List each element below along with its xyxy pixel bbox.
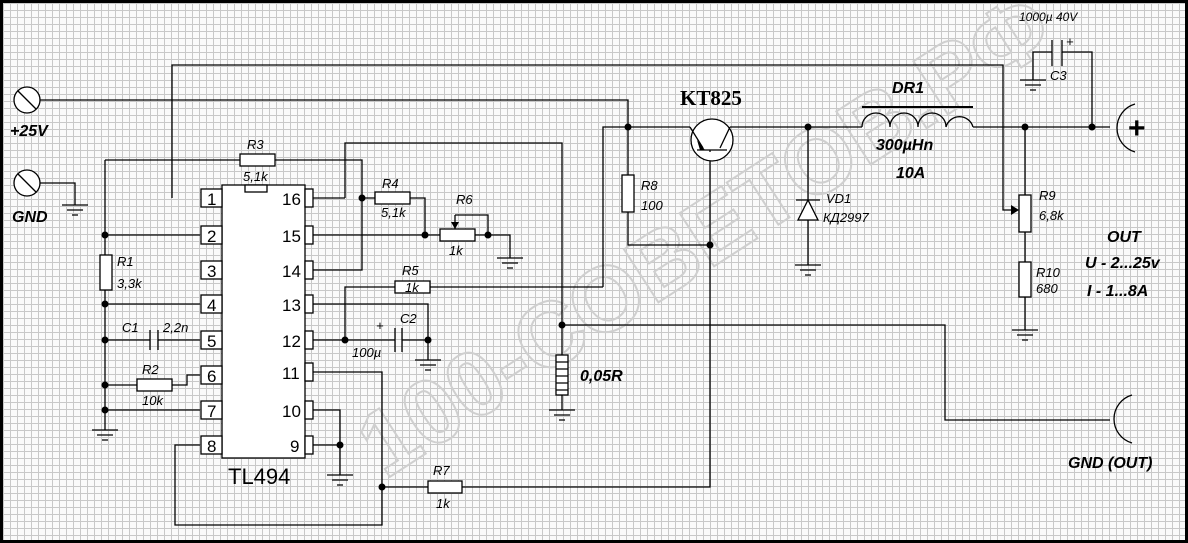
svg-text:C3: C3 <box>1050 68 1067 83</box>
svg-text:R6: R6 <box>456 192 473 207</box>
svg-text:+: + <box>376 318 384 333</box>
svg-text:R8: R8 <box>641 178 658 193</box>
potentiometer-r6: R6 1k <box>439 192 476 258</box>
svg-text:6: 6 <box>207 367 216 386</box>
ground-symbols <box>62 79 1046 486</box>
inductor-dr1: DR1 300µHn 10A <box>861 80 974 182</box>
svg-text:11: 11 <box>282 364 300 383</box>
svg-text:VD1: VD1 <box>826 191 851 206</box>
potentiometer-r9: R9 6,8k <box>1011 188 1065 233</box>
svg-text:12: 12 <box>282 332 301 351</box>
shunt-resistor: 0,05R <box>555 354 623 396</box>
output-terminal-plus: + <box>1116 103 1146 153</box>
svg-text:R4: R4 <box>382 176 399 191</box>
svg-text:R7: R7 <box>433 463 450 478</box>
svg-text:14: 14 <box>282 262 301 281</box>
svg-text:5,1k: 5,1k <box>243 169 269 184</box>
svg-text:R9: R9 <box>1039 188 1056 203</box>
svg-text:C1: C1 <box>122 320 139 335</box>
output-spec: OUT U - 2...25v I - 1...8A <box>1085 229 1161 300</box>
capacitor-c1: C1 2,2n <box>122 320 188 350</box>
svg-text:GND: GND <box>12 209 48 226</box>
ic-left-pins: 1 2 3 4 5 6 7 8 <box>200 188 223 456</box>
svg-text:2,2n: 2,2n <box>162 320 188 335</box>
svg-text:GND (OUT): GND (OUT) <box>1068 455 1152 472</box>
svg-text:1k: 1k <box>449 243 464 258</box>
svg-text:5: 5 <box>207 332 216 351</box>
svg-text:I - 1...8A: I - 1...8A <box>1087 283 1148 300</box>
svg-text:16: 16 <box>282 190 301 209</box>
svg-text:100µ: 100µ <box>352 345 381 360</box>
svg-text:680: 680 <box>1036 281 1058 296</box>
svg-text:15: 15 <box>282 227 301 246</box>
capacitor-c3: + C3 1000µ 40V <box>1019 10 1078 83</box>
svg-text:8: 8 <box>207 437 216 456</box>
svg-text:R2: R2 <box>142 362 159 377</box>
svg-text:2: 2 <box>207 227 216 246</box>
svg-text:DR1: DR1 <box>892 80 924 97</box>
svg-text:+: + <box>1128 112 1146 145</box>
resistor-r4: R4 5,1k <box>374 176 411 220</box>
svg-text:5,1k: 5,1k <box>381 205 407 220</box>
svg-text:1k: 1k <box>436 496 451 511</box>
svg-text:1k: 1k <box>405 280 420 295</box>
ic-right-pins: 16 15 14 13 12 11 10 9 <box>282 188 314 456</box>
svg-text:TL494: TL494 <box>228 464 290 489</box>
input-terminal-gnd: GND <box>12 169 48 226</box>
svg-text:0,05R: 0,05R <box>580 368 623 385</box>
transistor-kt825: KT825 <box>680 86 742 162</box>
svg-text:300µHn: 300µHn <box>876 137 933 154</box>
resistor-r3: R3 5,1k <box>239 137 276 184</box>
svg-text:KT825: KT825 <box>680 86 742 110</box>
svg-text:OUT: OUT <box>1107 229 1142 246</box>
svg-text:3,3k: 3,3k <box>117 276 143 291</box>
svg-text:C2: C2 <box>400 311 417 326</box>
svg-text:1: 1 <box>207 190 216 209</box>
svg-text:R5: R5 <box>402 263 419 278</box>
svg-text:13: 13 <box>282 296 301 315</box>
resistor-r7: R7 1k <box>427 463 463 511</box>
svg-text:100: 100 <box>641 198 663 213</box>
output-terminal-gnd: GND (OUT) <box>1068 394 1152 472</box>
svg-text:R3: R3 <box>247 137 264 152</box>
junctions <box>101 123 1096 491</box>
resistor-r2: R2 10k <box>136 362 173 408</box>
svg-text:+25V: +25V <box>10 123 49 140</box>
svg-text:R10: R10 <box>1036 265 1061 280</box>
svg-text:7: 7 <box>207 402 216 421</box>
ic-tl494: TL494 1 2 3 4 5 6 7 8 16 15 14 13 12 11 … <box>200 184 314 489</box>
svg-text:4: 4 <box>207 296 216 315</box>
svg-text:6,8k: 6,8k <box>1039 208 1065 223</box>
svg-text:U - 2...25v: U - 2...25v <box>1085 255 1161 272</box>
input-terminal-plus: +25V <box>10 86 49 140</box>
capacitor-c2: + C2 100µ <box>352 311 417 360</box>
svg-text:10k: 10k <box>142 393 164 408</box>
svg-text:+: + <box>1066 34 1074 49</box>
resistor-r1: R1 3,3k <box>99 254 143 291</box>
svg-text:КД2997: КД2997 <box>823 210 870 225</box>
svg-text:10: 10 <box>282 402 301 421</box>
svg-text:9: 9 <box>290 437 299 456</box>
svg-text:10A: 10A <box>896 165 925 182</box>
svg-text:R1: R1 <box>117 254 134 269</box>
svg-text:3: 3 <box>207 262 216 281</box>
svg-text:1000µ 40V: 1000µ 40V <box>1019 10 1078 24</box>
